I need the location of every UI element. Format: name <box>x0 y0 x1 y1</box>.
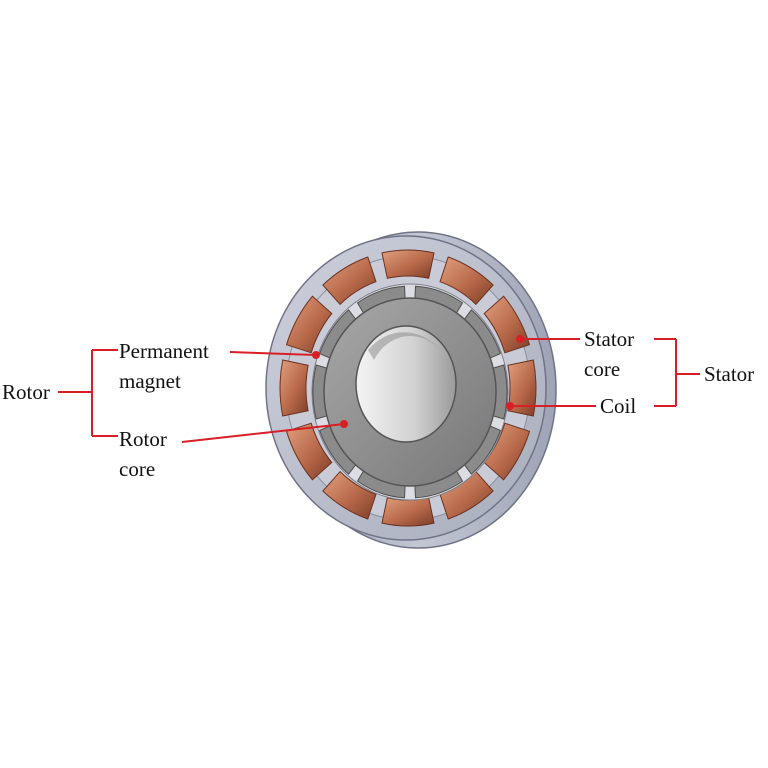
coil-winding <box>285 422 333 481</box>
rotor-bracket <box>58 349 118 437</box>
coil-winding <box>381 497 435 527</box>
label-rotor-core-2: core <box>119 457 155 481</box>
label-rotor-core-1: Rotor <box>119 427 167 451</box>
label-stator-core-1: Stator <box>584 327 634 351</box>
coil-winding <box>322 256 377 306</box>
coil-dot <box>506 402 514 410</box>
label-coil: Coil <box>600 394 636 418</box>
coil-winding <box>381 249 435 279</box>
permanent-magnet-group <box>312 285 508 499</box>
coil-winding <box>279 359 309 417</box>
coil-winding <box>439 256 494 306</box>
labels: Rotor Permanent magnet Rotor core Stator… <box>2 327 754 481</box>
motor-assembly <box>265 231 557 549</box>
rotor-core-leader <box>181 423 345 443</box>
rotor-bore <box>355 325 457 443</box>
rotor-core-dot <box>340 420 348 428</box>
coil-winding <box>507 359 537 417</box>
stator-core-dot <box>516 335 524 343</box>
label-stator-core-2: core <box>584 357 620 381</box>
label-permanent-magnet-1: Permanent <box>119 339 209 363</box>
permanent-magnet-leader <box>229 351 317 356</box>
bore-shadow <box>368 332 440 360</box>
permanent-magnet-dot <box>312 351 320 359</box>
coil-winding <box>322 470 377 520</box>
label-permanent-magnet-2: magnet <box>119 369 181 393</box>
coil-group <box>279 249 537 527</box>
stator-bracket <box>654 338 700 407</box>
label-stator: Stator <box>704 362 754 386</box>
coil-winding <box>285 295 333 354</box>
leader-lines <box>58 335 700 443</box>
label-rotor: Rotor <box>2 380 50 404</box>
